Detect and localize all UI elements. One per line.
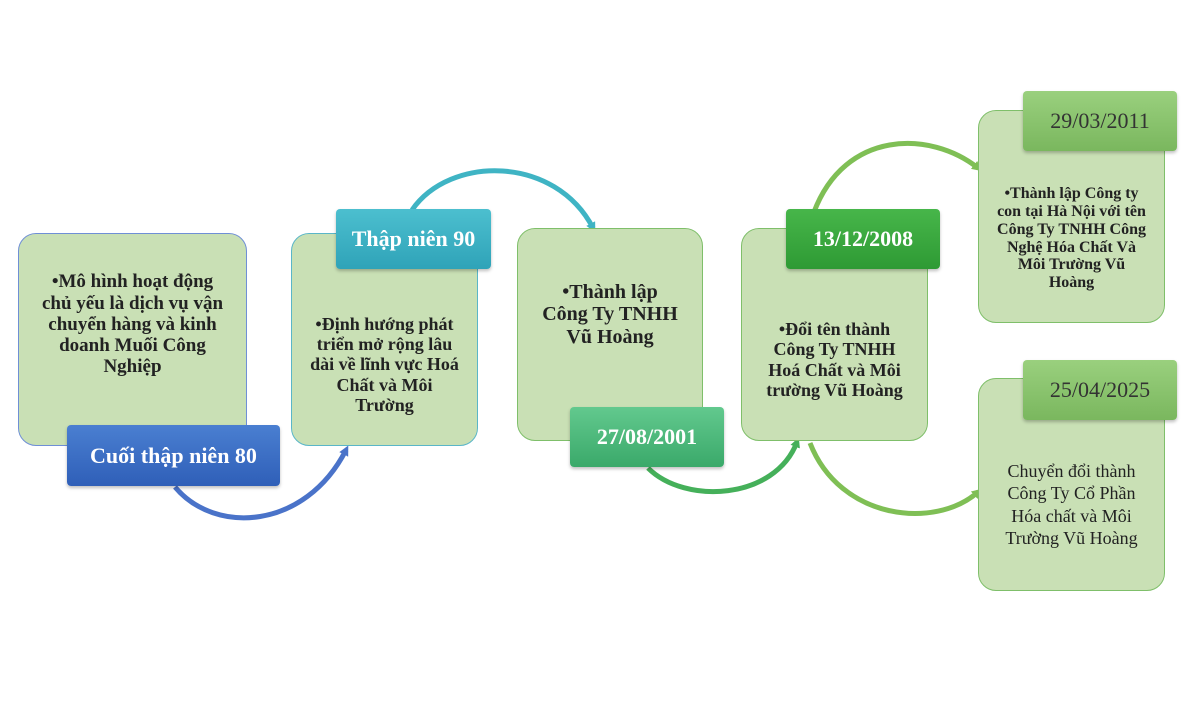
event-text-5: •Thành lập Công ty con tại Hà Nội với tê… (997, 184, 1146, 292)
date-label-6: 25/04/2025 (1049, 377, 1151, 402)
date-tag-2: Thập niên 90 (336, 209, 491, 269)
date-label-5: 29/03/2011 (1050, 108, 1150, 133)
event-text-2: •Định hướng phát triển mở rộng lâu dài v… (310, 314, 459, 415)
event-card-1: •Mô hình hoạt động chủ yếu là dịch vụ vậ… (18, 233, 247, 446)
date-tag-1: Cuối thập niên 80 (67, 425, 280, 486)
arrow-4-to-6 (807, 442, 982, 516)
date-label-4: 13/12/2008 (812, 226, 914, 251)
arrow-3-to-4 (646, 437, 800, 495)
date-tag-3: 27/08/2001 (570, 407, 724, 467)
event-text-4: •Đổi tên thành Công Ty TNHH Hoá Chất và … (766, 319, 903, 400)
date-tag-5: 29/03/2011 (1023, 91, 1177, 151)
event-card-3: •Thành lập Công Ty TNHH Vũ Hoàng (517, 228, 703, 441)
date-label-2: Thập niên 90 (351, 226, 476, 251)
date-label-1: Cuối thập niên 80 (90, 442, 257, 468)
date-tag-4: 13/12/2008 (786, 209, 940, 269)
arrow-4-to-5 (811, 141, 982, 213)
arrow-1-to-2 (173, 445, 349, 521)
arrow-2-to-3 (409, 168, 596, 233)
date-label-3: 27/08/2001 (596, 424, 698, 449)
event-text-6: Chuyển đổi thành Công Ty Cổ Phần Hóa chấ… (1005, 460, 1138, 549)
event-text-3: •Thành lập Công Ty TNHH Vũ Hoàng (542, 280, 678, 348)
event-text-1: •Mô hình hoạt động chủ yếu là dịch vụ vậ… (41, 271, 224, 378)
date-tag-6: 25/04/2025 (1023, 360, 1177, 420)
